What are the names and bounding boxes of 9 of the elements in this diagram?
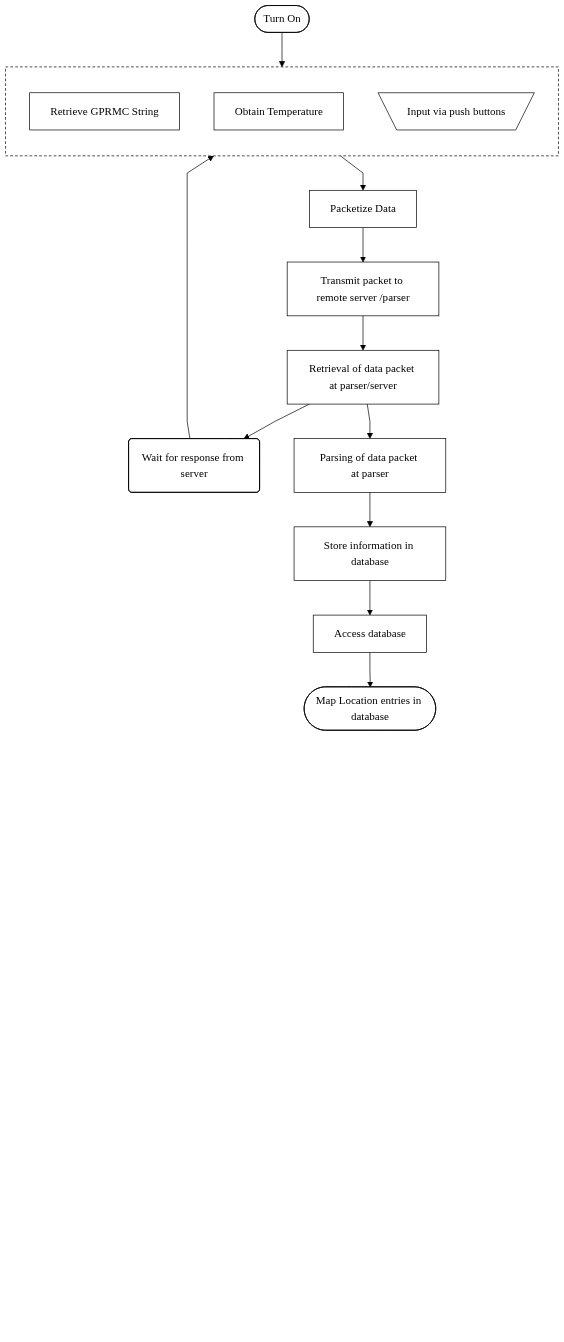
node-box: Parsing of data packet at parser <box>293 438 447 493</box>
node-box: Retrieve GPRMC String <box>29 92 180 131</box>
node-box: Packetize Data <box>309 189 417 228</box>
cluster <box>5 66 559 157</box>
node-box: Store information in database <box>293 526 447 581</box>
node-box: Access database <box>312 614 427 653</box>
node-box: Transmit packet to remote server /parser <box>286 261 440 317</box>
node-box: Obtain Temperature <box>213 92 344 131</box>
node-box: Retrieval of data packet at parser/server <box>286 349 440 405</box>
